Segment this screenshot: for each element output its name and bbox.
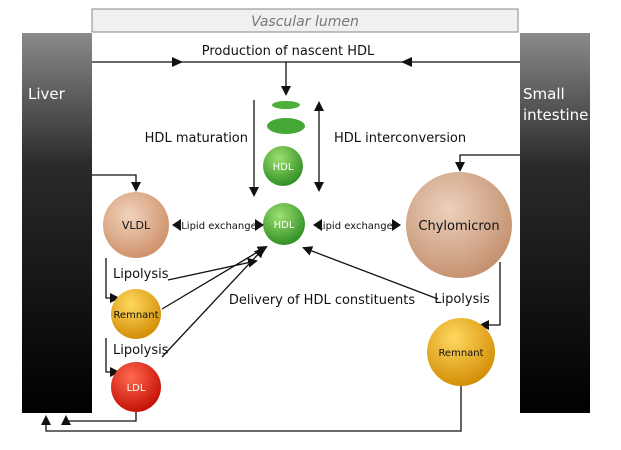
liver-to-vldl-arrow <box>92 174 141 192</box>
remnant-to-liver-arrow <box>41 386 462 432</box>
vldl-particle <box>103 192 169 258</box>
lipid-exchange-right-arrowhead-2 <box>392 219 401 231</box>
ldl-to-liver-arrow <box>61 412 137 425</box>
delivery-arrow-from-lipolysis-3 <box>302 246 439 300</box>
intestine-to-chylomicron-arrow <box>455 154 520 172</box>
delivery-arrow-from-remnant <box>161 245 268 310</box>
hdl-center-label: HDL <box>274 220 295 231</box>
production-arrowhead-left <box>172 57 183 67</box>
vldl-to-remnant-arrow <box>105 258 120 303</box>
intestine-block <box>520 33 590 413</box>
liver-label: Liver <box>28 85 66 103</box>
delivery-arrow-from-lipolysis-1 <box>167 257 258 281</box>
lipolysis-2-label: Lipolysis <box>113 343 169 358</box>
intestine-label-line1: Small <box>523 85 565 103</box>
ldl-label: LDL <box>127 383 146 394</box>
vascular-lumen-label: Vascular lumen <box>251 14 359 30</box>
lipid-exchange-left-label: Lipid exchange <box>181 221 257 232</box>
remnant-right-label: Remnant <box>438 348 483 359</box>
lipolysis-1-label: Lipolysis <box>113 267 169 282</box>
interconversion-label: HDL interconversion <box>334 131 466 146</box>
maturation-label: HDL maturation <box>145 131 248 146</box>
lipid-exchange-left-arrowhead-1 <box>172 219 181 231</box>
ldl-particle <box>111 362 161 412</box>
vldl-label: VLDL <box>122 219 151 232</box>
chylomicron-particle <box>406 172 512 278</box>
nascent-hdl-disc-medium <box>267 118 305 134</box>
remnant-left-particle <box>111 289 161 339</box>
remnant-to-ldl-arrow <box>105 338 120 377</box>
hdl-top-label: HDL <box>273 162 294 173</box>
lipolysis-3-label: Lipolysis <box>434 292 490 307</box>
nascent-hdl-disc-small <box>272 101 300 109</box>
chylomicron-label: Chylomicron <box>418 219 499 234</box>
intestine-label-line2: intestine <box>523 106 588 124</box>
lipid-exchange-right-arrowhead-1 <box>313 219 322 231</box>
hdl-center-particle <box>263 203 305 245</box>
lipid-exchange-left-arrowhead-2 <box>255 219 264 231</box>
lipid-exchange-right-label: Lipid exchange <box>317 221 393 232</box>
delivery-arrow-from-lipolysis-2 <box>161 247 265 358</box>
vascular-lumen-box <box>91 8 519 33</box>
liver-block <box>22 33 92 413</box>
hdl-top-particle <box>263 146 303 186</box>
remnant-left-label: Remnant <box>113 310 158 321</box>
delivery-label: Delivery of HDL constituents <box>229 293 415 308</box>
chylomicron-to-remnant-arrow <box>479 262 501 330</box>
production-arrowhead-right <box>401 57 412 67</box>
remnant-right-particle <box>427 318 495 386</box>
production-label: Production of nascent HDL <box>202 44 375 59</box>
